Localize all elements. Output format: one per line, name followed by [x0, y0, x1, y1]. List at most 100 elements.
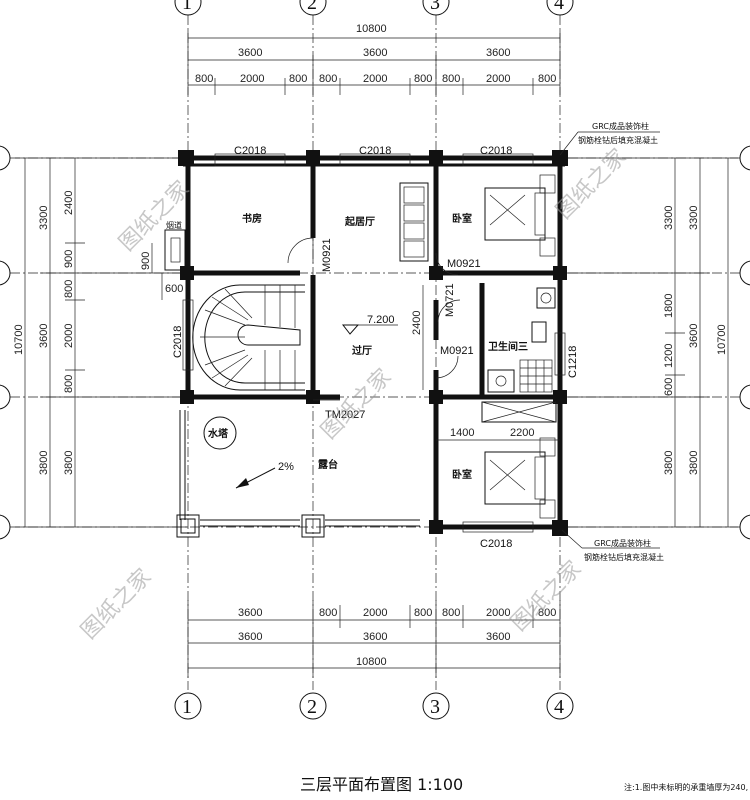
bottom-dim-seg-7: 800: [538, 607, 556, 619]
water-tank-label: 水塔: [207, 427, 229, 440]
left-dim-seg-4: 2000: [63, 324, 75, 348]
left-dim-seg-6: 3800: [63, 451, 75, 475]
watermark-1: 图纸之家: [115, 176, 195, 256]
water-tank: [203, 416, 237, 450]
room-living: 起居厅: [344, 215, 375, 228]
room-terrace: 露台: [318, 458, 338, 471]
window-tag-left: C2018: [172, 326, 184, 358]
bottom-dim-bay-1: 3600: [238, 631, 262, 643]
left-dim-seg-2: 900: [63, 250, 75, 268]
bottom-dim-total: 10800: [356, 656, 387, 668]
top-dim-seg-1: 800: [195, 73, 213, 85]
top-dim-seg-9: 800: [538, 73, 556, 85]
top-dim-total: 10800: [356, 23, 387, 35]
sofa: [399, 182, 429, 262]
bottom-dimensions: [187, 600, 561, 678]
watermark-2: 图纸之家: [317, 364, 397, 444]
left-dim-bay-2: 3600: [38, 324, 50, 348]
axis-label-3-top: 3: [430, 0, 440, 14]
top-dim-seg-7: 800: [442, 73, 460, 85]
bed2-dim-a: 1400: [450, 427, 474, 439]
top-dim-seg-6: 800: [414, 73, 432, 85]
axis-label-4-top: 4: [554, 0, 564, 14]
window-tag-top-1: C2018: [234, 145, 266, 157]
top-dim-bay-2: 3600: [363, 47, 387, 59]
room-bedroom-2: 卧室: [452, 468, 472, 481]
top-dim-bay-1: 3600: [238, 47, 262, 59]
axis-label-1-bottom: 1: [182, 696, 192, 718]
left-dim-seg-3: 800: [63, 280, 75, 298]
window-tag-top-3: C2018: [480, 145, 512, 157]
axis-label-2-top: 2: [307, 0, 317, 14]
right-dim-bay-3: 3800: [688, 451, 700, 475]
window-tag-bottom: C2018: [480, 538, 512, 550]
right-dim-seg-1: 3300: [663, 206, 675, 230]
level-label: 7.200: [367, 314, 395, 326]
bed-2: [484, 437, 556, 519]
left-dim-seg-5: 800: [63, 375, 75, 393]
left-dimensions: [15, 157, 188, 528]
left-dim-bay-3: 3800: [38, 451, 50, 475]
grc-top-line1: GRC成品装饰柱: [592, 121, 649, 131]
left-dim-extra-600: 600: [165, 283, 183, 295]
bed-1: [484, 174, 556, 257]
right-dim-bay-2: 3600: [688, 324, 700, 348]
staircase: [192, 284, 305, 391]
watermark-4: 图纸之家: [77, 564, 157, 644]
room-hall: 过厅: [352, 344, 372, 357]
axis-label-1-top: 1: [182, 0, 192, 14]
bed2-dim-b: 2200: [510, 427, 534, 439]
top-dim-seg-2: 2000: [240, 73, 264, 85]
window-tag-right: C1218: [567, 346, 579, 378]
right-dim-seg-3: 1200: [663, 344, 675, 368]
room-bedroom-1: 卧室: [452, 212, 472, 225]
left-dim-total: 10700: [13, 324, 25, 355]
door-tag-m0721: M0721: [444, 283, 456, 317]
right-dim-total: 10700: [716, 324, 728, 355]
right-dim-seg-4: 600: [663, 378, 675, 396]
grc-bottom-line1: GRC成品装饰柱: [594, 538, 651, 548]
drawing-title: 三层平面布置图 1:100: [300, 775, 463, 794]
bottom-dim-seg-4: 800: [414, 607, 432, 619]
top-dim-seg-4: 800: [319, 73, 337, 85]
left-dim-bay-1: 3300: [38, 206, 50, 230]
room-study: 书房: [242, 212, 262, 225]
watermark-5: 图纸之家: [507, 556, 587, 636]
door-tag-m0921-bed: M0921: [447, 258, 481, 270]
left-dim-extra-900: 900: [140, 252, 152, 270]
flue-shaft: [164, 229, 186, 271]
windows: [182, 153, 566, 533]
axis-label-3-bottom: 3: [430, 696, 440, 718]
grc-bottom-line2: 钢筋栓钻后填充混凝土: [584, 552, 664, 562]
top-dim-seg-3: 800: [289, 73, 307, 85]
axis-bubbles-top: [174, 0, 574, 16]
flue-label: 烟道: [166, 220, 182, 230]
bottom-dim-seg-1: 3600: [238, 607, 262, 619]
axis-bubbles-bottom: [174, 692, 574, 720]
right-dim-bay-1: 3300: [688, 206, 700, 230]
bottom-dim-seg-2: 800: [319, 607, 337, 619]
top-dimensions: [187, 30, 561, 95]
terrace-pillars: [176, 514, 325, 538]
top-dim-seg-5: 2000: [363, 73, 387, 85]
doors: [287, 237, 461, 401]
bottom-dim-bay-2: 3600: [363, 631, 387, 643]
slope-arrow: [235, 467, 276, 489]
level-marker: [341, 324, 398, 335]
bathroom-fixtures: [481, 287, 557, 423]
axis-bubbles-right: [739, 145, 750, 540]
right-dim-seg-2: 1800: [663, 294, 675, 318]
right-dim-seg-5: 3800: [663, 451, 675, 475]
right-dimensions: [560, 157, 738, 528]
axis-bubbles-left: [0, 145, 11, 540]
bottom-dim-bay-3: 3600: [486, 631, 510, 643]
axis-label-2-bottom: 2: [307, 696, 317, 718]
door-tag-m0921-bath: M0921: [440, 345, 474, 357]
axis-label-4-bottom: 4: [554, 696, 564, 718]
hall-dim: 2400: [411, 311, 423, 335]
drawing-note: 注:1.图中未标明的承重墙厚为240,: [624, 782, 748, 792]
door-tag-m0921-study: M0921: [321, 238, 333, 272]
grc-callout-bottom: [561, 529, 660, 549]
top-dim-seg-8: 2000: [486, 73, 510, 85]
